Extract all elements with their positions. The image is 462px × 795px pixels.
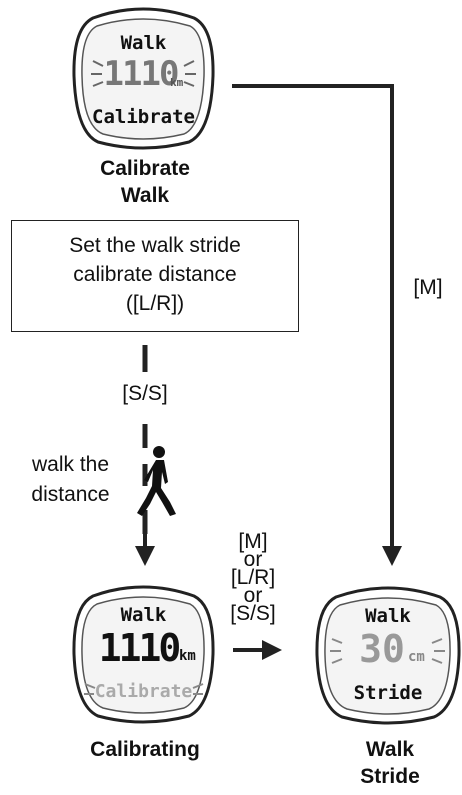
digits-display: 1110 [103,54,180,94]
label-alt-2: or [243,548,263,571]
device-outline [72,585,215,724]
device-calibrate-walk: Walk 1110 km Calibrate [71,6,216,150]
mode-text: Walk [120,604,167,626]
walking-person-icon [137,446,176,516]
label-distance: distance [31,483,110,506]
instruction-line-1: Set the walk stride [69,234,241,257]
message-text: Calibrate [92,106,195,128]
unit-text: cm [408,649,425,665]
caption-calibrate: Calibrate [100,157,190,180]
caption-walk: Walk [120,184,170,207]
digits-display: 1110 [98,626,182,670]
message-text: Calibrate [94,681,193,702]
flash-ticks [91,60,196,87]
label-mode-right: [M] [413,276,443,299]
unit-text: km [179,648,196,664]
label-alt-4: or [243,584,263,607]
label-start-stop: [S/S] [122,382,168,405]
unit-text: km [170,76,184,89]
caption-calibrating: Calibrating [90,738,200,761]
arrow-mode-path [232,84,402,566]
caption-walk-stride-1: Walk [365,738,415,761]
mode-text: Walk [120,32,167,54]
flash-ticks [84,683,204,695]
device-outline [72,7,215,150]
label-alt-5: [S/S] [230,602,276,625]
instruction-line-2: calibrate distance [73,263,237,286]
device-calibrating: Walk 1110 km Calibrate [71,584,216,724]
digits-display: 30 [359,627,405,671]
label-alt-1: [M] [238,530,268,553]
instruction-box: Set the walk stride calibrate distance (… [11,220,299,332]
device-walk-stride: Walk 30 cm Stride [314,585,462,725]
caption-walk-stride-2: Stride [360,765,420,788]
device-outline [315,586,461,725]
label-walk-the: walk the [31,453,110,476]
mode-text: Walk [365,605,411,627]
instruction-line-3: ([L/R]) [125,292,185,315]
message-text: Stride [353,682,423,704]
flash-ticks [330,638,445,664]
label-alt-3: [L/R] [230,566,276,589]
